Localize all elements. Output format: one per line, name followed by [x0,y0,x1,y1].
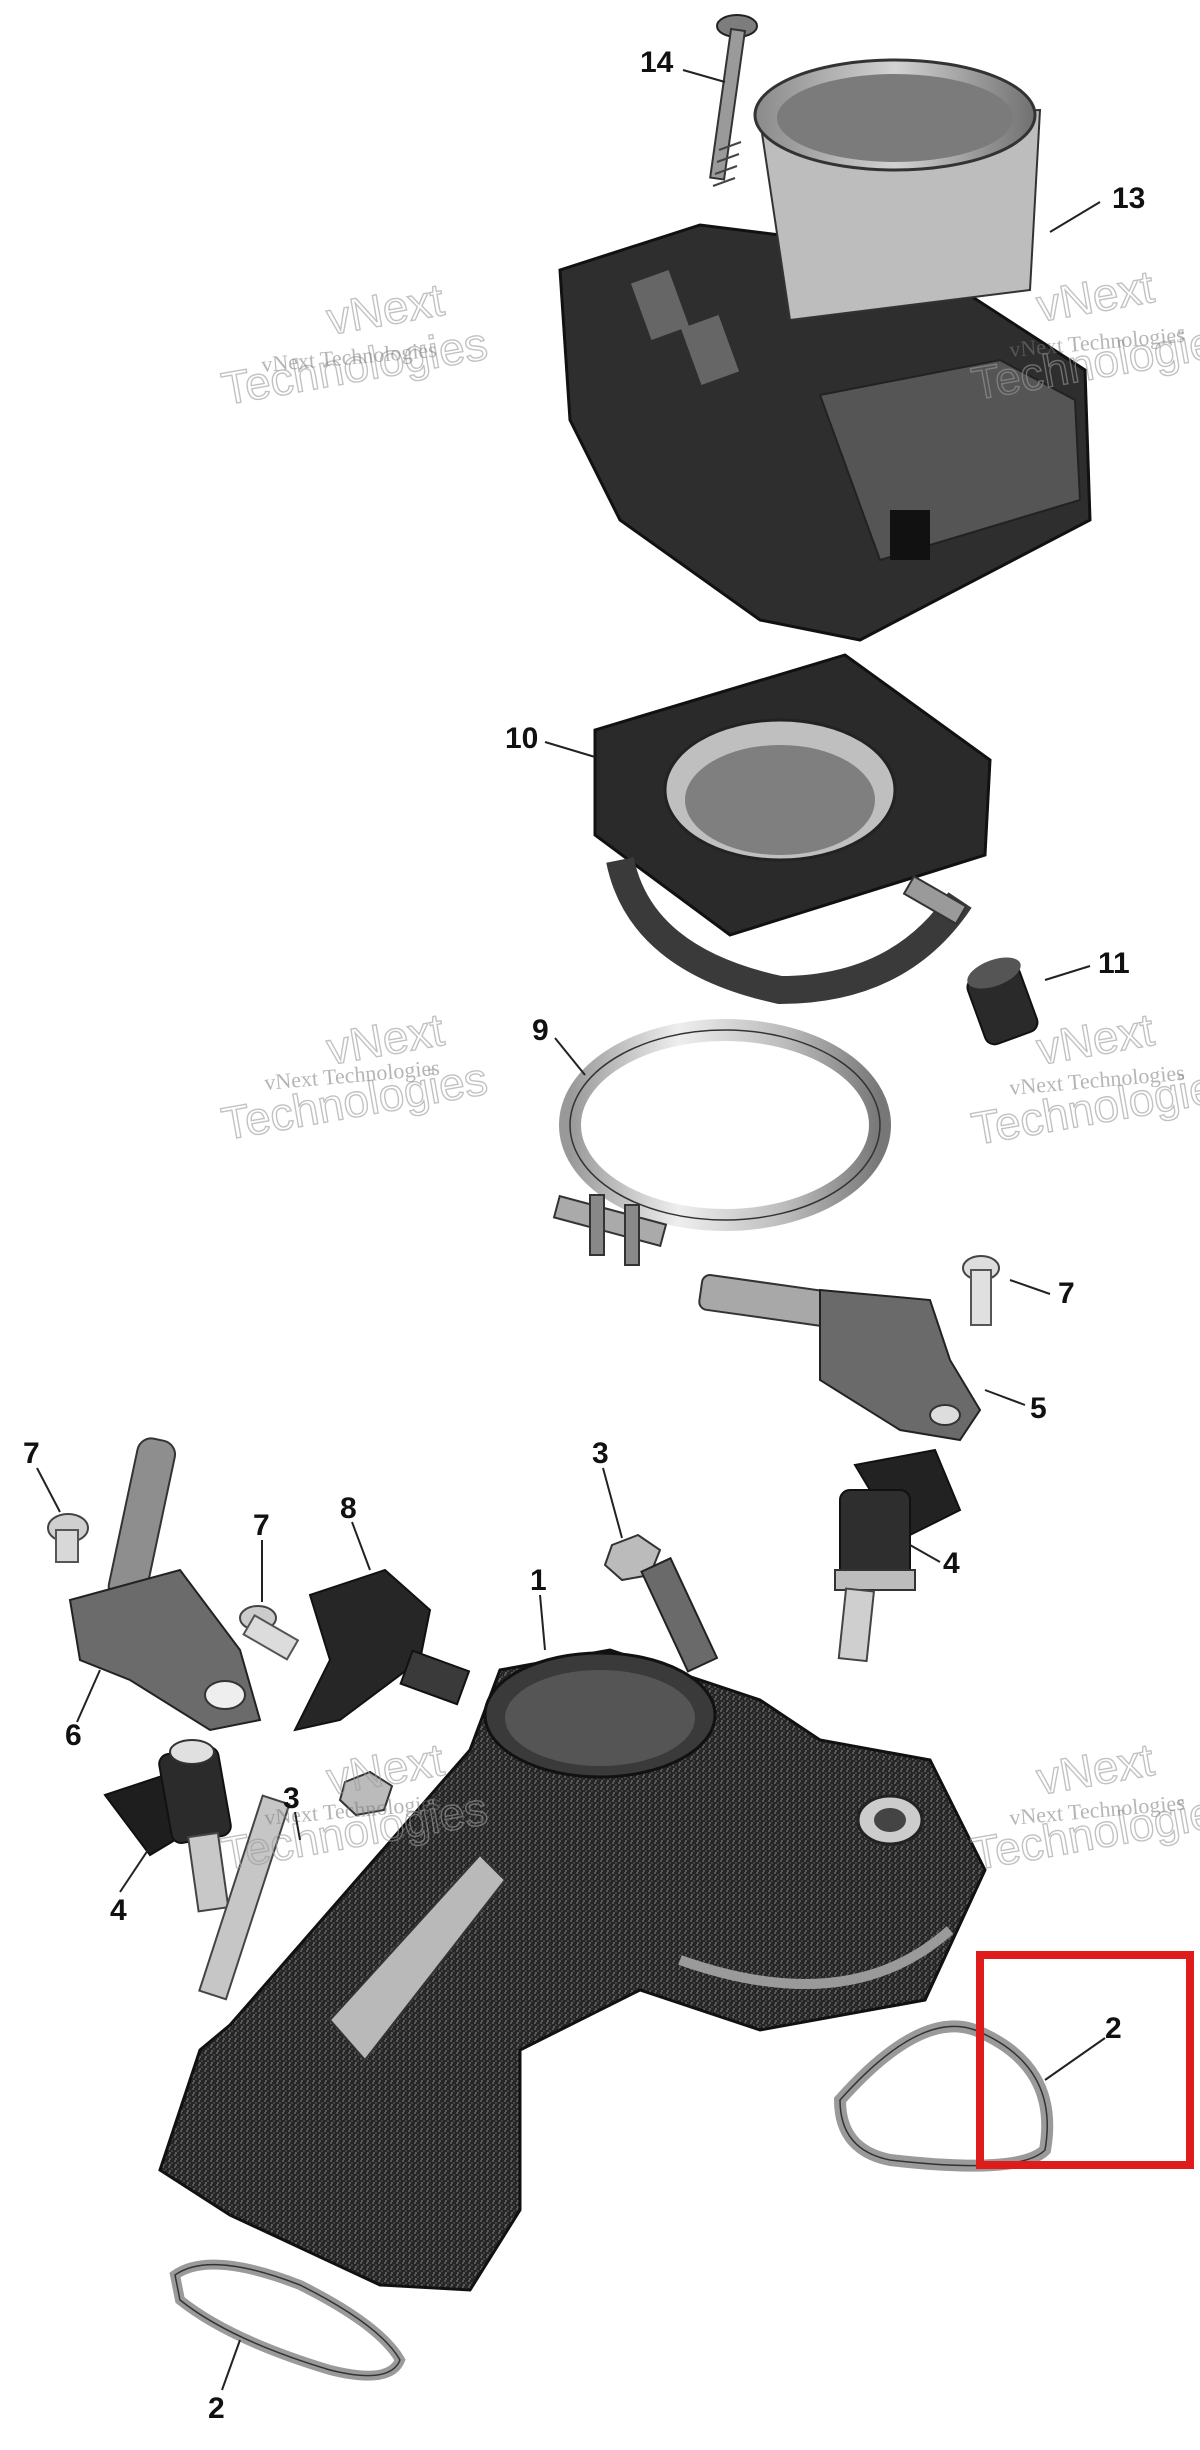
watermark-1: vNext Technologies vNext Technologies [217,272,492,415]
callout-7-right: 7 [1058,1277,1075,1310]
callout-3-upper: 3 [592,1437,609,1470]
part-5-sensor [698,1274,982,1442]
part-7-screw-middle [239,1605,300,1661]
part-3-bolt-upper [603,1533,719,1673]
callout-11: 11 [1098,947,1130,980]
watermark-3: vNext Technologies vNext Technologies [217,1002,492,1150]
callout-2-right: 2 [1105,2012,1122,2045]
svg-text:vNext: vNext [1033,260,1158,332]
callout-14: 14 [640,46,674,79]
part-1-intake-manifold [158,1648,987,2292]
part-14-bolt [709,14,758,187]
part-9-clamp [552,1019,891,1266]
callout-4-lower: 4 [110,1894,127,1927]
part-4-injector-upper [834,1448,962,1663]
part-6-sensor [68,1437,262,1732]
leader-lines [36,69,1106,2391]
part-10-adapter-flange [593,653,992,1005]
watermark-6: vNext Technologies vNext Technologies [967,1732,1200,1880]
callout-5: 5 [1030,1392,1047,1425]
callout-10: 10 [505,722,538,755]
callout-2-bottom: 2 [208,2392,225,2425]
callout-labels: 14 13 10 11 9 7 5 7 3 7 8 4 1 6 3 4 2 2 [23,46,1145,2425]
part-7-screw-right [962,1255,1000,1326]
callout-8: 8 [340,1492,357,1525]
part-11-cap [966,957,1039,1046]
part-8-sensor [293,1568,471,1732]
callout-7-middle: 7 [253,1509,270,1542]
callout-13: 13 [1112,182,1145,215]
part-13-throttle-body [558,58,1092,642]
part-4-injector-lower [103,1739,232,1913]
callout-7-left: 7 [23,1437,40,1470]
callout-4-upper: 4 [943,1547,960,1580]
callout-3-lower: 3 [283,1782,300,1815]
callout-1: 1 [530,1564,547,1597]
part-7-screw-left [47,1513,89,1563]
callout-9: 9 [532,1014,549,1047]
callout-6: 6 [65,1719,82,1752]
part-3-bolt-lower [198,1770,394,2001]
part-2-gasket-bottom [169,2259,406,2381]
part-2-gasket-right [833,2020,1054,2172]
highlight-box [976,1951,1194,2169]
